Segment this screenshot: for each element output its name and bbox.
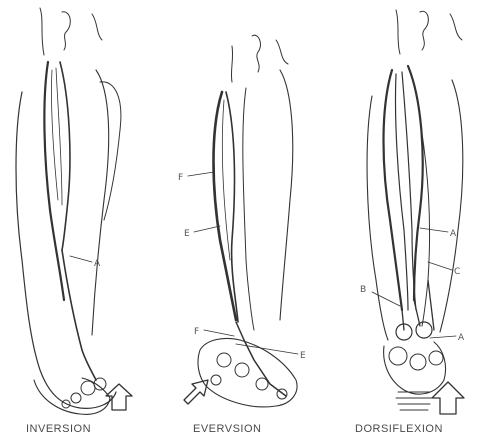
inversion-leg-drawing <box>16 8 132 414</box>
caption-inversion: INVERSION <box>26 423 91 435</box>
label-eversion-f-upper: F <box>178 173 183 183</box>
label-eversion-e-lower: E <box>300 351 306 361</box>
caption-dorsiflexion: DORSIFLEXION <box>355 423 443 435</box>
label-eversion-f-lower: F <box>194 327 199 337</box>
label-eversion-e-upper: E <box>184 229 190 239</box>
dorsiflexion-leg-drawing <box>367 10 464 414</box>
label-dorsiflexion-a-upper: A <box>450 229 457 239</box>
label-dorsiflexion-b: B <box>360 285 366 295</box>
eversion-leg-drawing <box>184 35 298 407</box>
label-inversion-a: A <box>94 259 101 269</box>
caption-eversion: EVERVSION <box>193 423 262 435</box>
label-dorsiflexion-c: C <box>454 267 460 277</box>
label-dorsiflexion-a-lower: A <box>458 333 465 343</box>
